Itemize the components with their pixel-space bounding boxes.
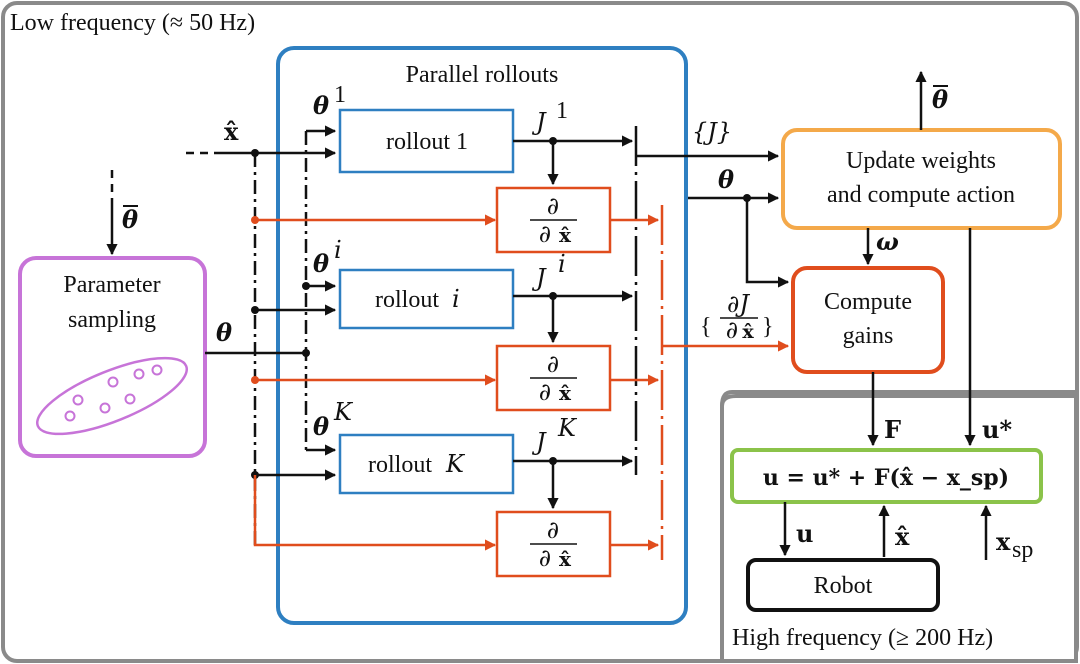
rollout-K-var: K xyxy=(445,450,466,478)
x-hat-input-label: x̂ xyxy=(224,117,239,146)
theta-i-label: θ xyxy=(313,249,329,278)
rollout-i-label: rollout xyxy=(375,287,439,313)
low-frequency-label: Low frequency (≈ 50 Hz) xyxy=(10,10,255,36)
svg-text:∂: ∂ xyxy=(547,350,559,378)
derivative-block-K: ∂ ∂ x̂ xyxy=(495,510,612,578)
theta-1-label: θ xyxy=(313,91,329,120)
high-frequency-region-border xyxy=(720,394,1077,660)
theta-K-label: θ xyxy=(313,412,329,441)
svg-text:{: { xyxy=(700,314,712,340)
J-1-sup: 1 xyxy=(556,98,568,124)
parallel-rollouts-label: Parallel rollouts xyxy=(406,62,559,88)
update-weights-block xyxy=(781,128,1062,230)
J-set-label: {J} xyxy=(692,118,732,146)
svg-text:}: } xyxy=(762,314,774,340)
svg-text:∂: ∂ xyxy=(726,316,738,344)
J-K-label: J xyxy=(531,428,547,456)
theta-bar-output-label: θ xyxy=(932,85,948,114)
J-K-sup: K xyxy=(557,414,578,442)
svg-text:x̂: x̂ xyxy=(559,381,572,405)
update-weights-label-1: Update weights xyxy=(846,148,996,174)
rollout-i-var: i xyxy=(452,285,460,313)
svg-text:x̂: x̂ xyxy=(559,547,572,571)
robot-label: Robot xyxy=(814,573,873,599)
J-i-sup: i xyxy=(558,250,566,278)
sampling-ellipse-icon xyxy=(35,356,189,436)
rollout-1-label: rollout 1 xyxy=(386,129,468,155)
u-label: u xyxy=(796,519,813,548)
compute-gains-label-2: gains xyxy=(843,323,894,349)
control-law-label: u = u* + F(x̂ − x_sp) xyxy=(763,465,1009,491)
theta-bar-input-label: θ xyxy=(122,205,138,234)
rollout-i-block xyxy=(338,268,515,330)
compute-gains-label-1: Compute xyxy=(824,289,912,315)
svg-text:x̂: x̂ xyxy=(559,223,572,247)
svg-text:x̂: x̂ xyxy=(742,321,754,343)
x-sp-subscript: sp xyxy=(1012,537,1033,563)
high-frequency-label: High frequency (≥ 200 Hz) xyxy=(732,625,993,651)
svg-text:∂J: ∂J xyxy=(727,290,750,318)
theta-update-label: θ xyxy=(718,165,734,194)
rollout-K-block xyxy=(338,433,515,495)
svg-text:∂: ∂ xyxy=(539,220,551,248)
svg-text:∂: ∂ xyxy=(539,544,551,572)
x-sp-label: x xyxy=(996,527,1011,556)
theta-1-sup: 1 xyxy=(334,82,346,108)
x-hat-feedback-label: x̂ xyxy=(895,522,910,551)
J-1-label: J xyxy=(531,108,547,136)
svg-text:∂: ∂ xyxy=(539,378,551,406)
rollout-K-label: rollout xyxy=(368,452,432,478)
F-label: F xyxy=(884,415,901,444)
theta-K-sup: K xyxy=(333,398,354,426)
u-star-label: u* xyxy=(982,415,1012,444)
svg-text:∂: ∂ xyxy=(547,516,559,544)
robot-block xyxy=(746,558,940,612)
parameter-sampling-block xyxy=(18,256,207,458)
theta-sampling-output-label: θ xyxy=(216,318,232,347)
parameter-sampling-label-1: Parameter xyxy=(63,272,160,298)
derivative-block-i: ∂ ∂ x̂ xyxy=(495,344,612,412)
compute-gains-block xyxy=(791,266,945,374)
svg-text:∂: ∂ xyxy=(547,192,559,220)
derivative-block-1: ∂ ∂ x̂ xyxy=(495,186,612,254)
theta-to-compute-gains xyxy=(745,198,790,288)
theta-i-sup: i xyxy=(334,236,342,264)
control-law-block xyxy=(730,448,1043,504)
parallel-rollouts-box xyxy=(276,46,688,625)
parameter-sampling-label-2: sampling xyxy=(68,307,156,333)
omega-label: ω xyxy=(876,227,899,256)
dJ-dx-label: { ∂J ∂ x̂ } xyxy=(700,290,774,344)
update-weights-label-2: and compute action xyxy=(827,182,1015,208)
x-hat-to-derivative-K xyxy=(253,475,497,551)
J-i-label: J xyxy=(531,264,547,292)
